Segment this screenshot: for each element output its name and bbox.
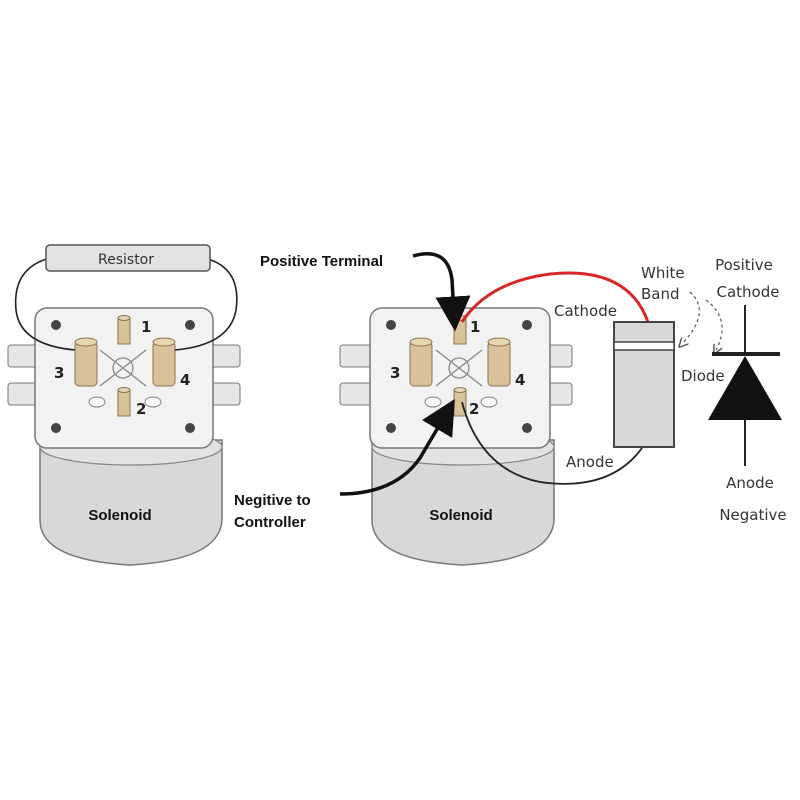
left-terminal-label-4: 4 — [180, 371, 190, 389]
diode-cathode-label: Cathode — [554, 302, 617, 320]
left-hole-tl — [51, 320, 61, 330]
left-resistor-wire-right — [174, 257, 238, 351]
left-terminal-1 — [117, 315, 131, 345]
left-solenoid: Solenoid — [7, 244, 241, 566]
symbol-triangle — [708, 356, 782, 420]
right-terminal-label-2: 2 — [469, 400, 479, 418]
right-center-star — [435, 349, 483, 387]
diode-symbol — [708, 305, 782, 466]
right-small-hole-a — [424, 396, 442, 408]
diode-white-label-line2: Band — [641, 285, 680, 303]
left-small-hole-b — [144, 396, 162, 408]
left-terminal-label-2: 2 — [136, 400, 146, 418]
red-cathode-wire — [460, 271, 650, 323]
right-hole-br — [522, 423, 532, 433]
right-tab-upper-left — [339, 344, 373, 368]
right-solenoid-body — [371, 439, 555, 566]
left-solenoid-label: Solenoid — [88, 507, 151, 524]
right-terminal-4 — [487, 337, 511, 387]
left-hole-br — [185, 423, 195, 433]
positive-terminal-arrow — [412, 252, 471, 332]
resistor — [45, 244, 211, 272]
diode-label: Diode — [681, 367, 725, 385]
black-anode-wire — [461, 401, 643, 485]
left-small-hole-a — [88, 396, 106, 408]
left-terminal-3 — [74, 337, 98, 387]
left-center-star — [99, 349, 147, 387]
negative-label-line1: Negitive to — [234, 492, 311, 509]
left-hole-tr — [185, 320, 195, 330]
diode-white-label-line1: White — [641, 264, 685, 282]
resistor-label: Resistor — [98, 252, 154, 268]
right-solenoid-label: Solenoid — [429, 507, 492, 524]
diode-white-band — [613, 341, 675, 351]
diode-anode-label: Anode — [566, 453, 614, 471]
right-solenoid: Solenoid 1 2 — [339, 307, 573, 566]
right-hole-tl — [386, 320, 396, 330]
left-resistor-wire-left — [14, 257, 76, 351]
left-terminal-2 — [117, 387, 131, 417]
symbol-bottom-line2: Negative — [719, 506, 786, 524]
right-hole-tr — [522, 320, 532, 330]
right-terminal-3 — [409, 337, 433, 387]
right-terminal-label-1: 1 — [470, 318, 480, 336]
negative-controller-arrow — [339, 398, 455, 496]
diode-component — [613, 321, 675, 448]
left-terminal-label-1: 1 — [141, 318, 151, 336]
left-hole-bl — [51, 423, 61, 433]
symbol-bottom-line1: Anode — [726, 474, 774, 492]
negative-label-line2: Controller — [234, 514, 306, 531]
right-terminal-label-3: 3 — [390, 364, 400, 382]
right-small-hole-b — [480, 396, 498, 408]
left-solenoid-body — [39, 439, 223, 566]
symbol-bar-pointer — [705, 299, 723, 350]
positive-terminal-label: Positive Terminal — [260, 253, 383, 270]
symbol-top-line1: Positive — [715, 256, 773, 274]
left-terminal-4 — [152, 337, 176, 387]
right-terminal-label-4: 4 — [515, 371, 525, 389]
left-terminal-label-3: 3 — [54, 364, 64, 382]
right-tab-lower-left — [339, 382, 373, 406]
white-band-pointer — [682, 291, 700, 344]
right-hole-bl — [386, 423, 396, 433]
right-terminal-2 — [453, 387, 467, 417]
symbol-top-line2: Cathode — [717, 283, 780, 301]
diode-body — [613, 321, 675, 448]
